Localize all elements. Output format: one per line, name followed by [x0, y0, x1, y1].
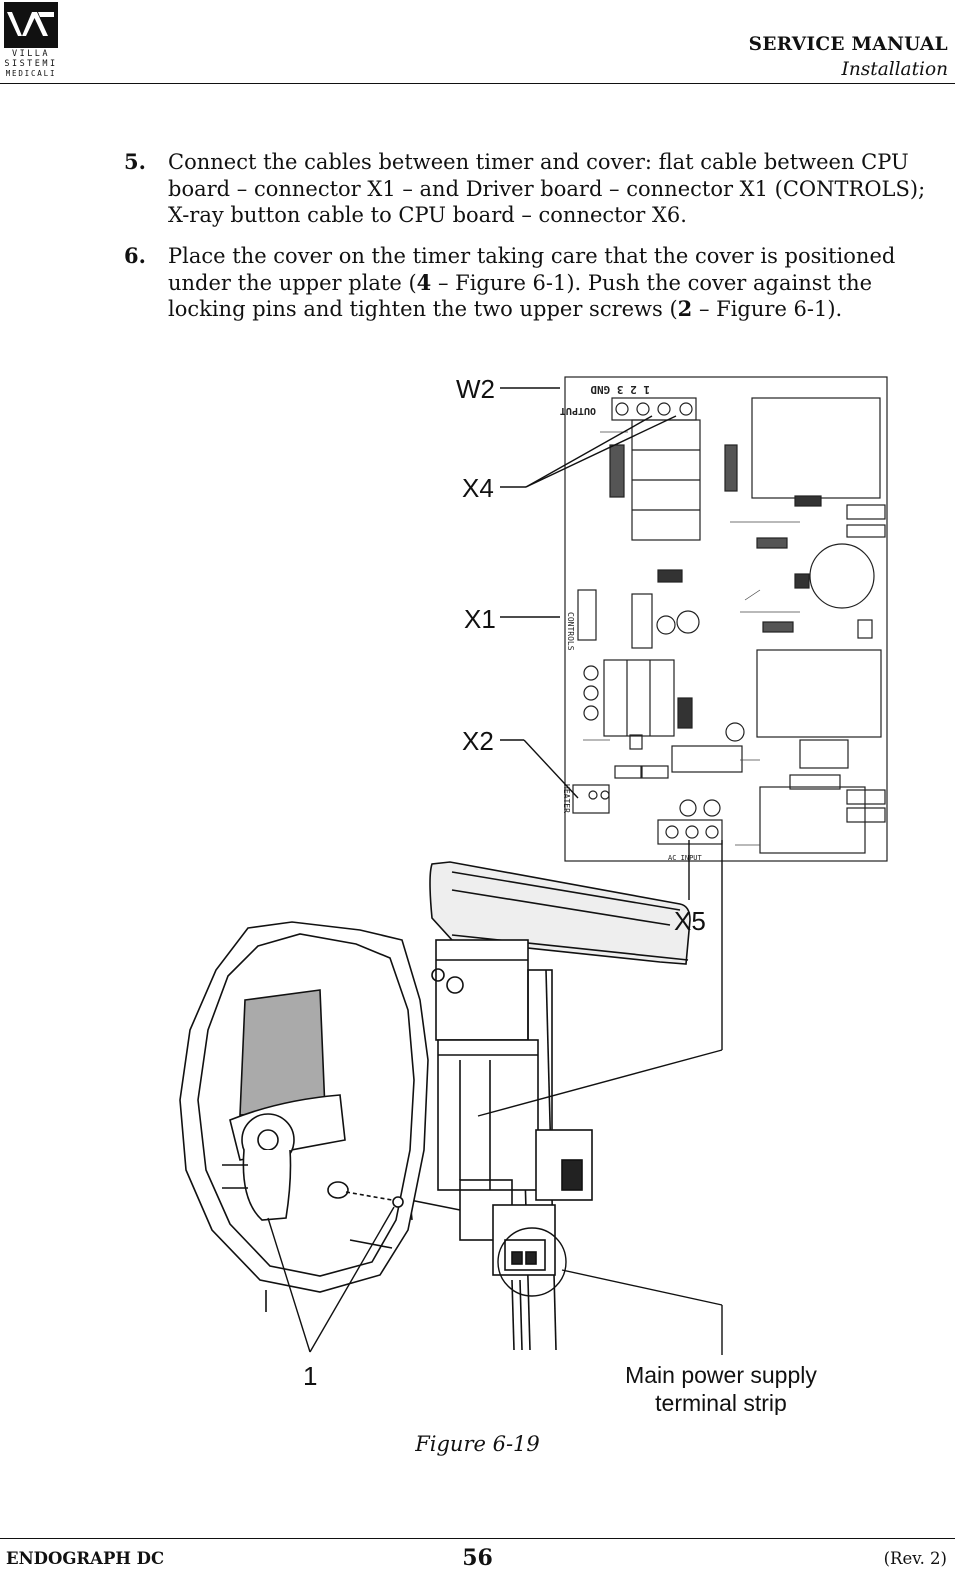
installation-drawing: 1 2 3 GND OUTPUT CONTROLS HEATER AC INPU… [179, 374, 888, 1416]
callout-x5: X5 [674, 906, 706, 936]
timer-cover [179, 921, 429, 1312]
step-text-part: – Figure 6-1). Push the cover against th… [168, 270, 873, 322]
figure-6-19: 1 2 3 GND OUTPUT CONTROLS HEATER AC INPU… [0, 355, 955, 1416]
logo-line-sistemi: SISTEMI [4, 59, 58, 69]
callout-x2: X2 [462, 726, 494, 756]
step-text-part: Place the cover on the timer taking care… [168, 244, 896, 295]
pcb-board [564, 376, 888, 862]
company-logo: VILLA SISTEMI MEDICALI [4, 2, 58, 80]
figure-caption: Figure 6-19 [415, 1432, 540, 1456]
step-5: 5. Connect the cables between timer and … [124, 149, 944, 229]
logo-va-icon [4, 2, 58, 48]
callout-x1: X1 [464, 604, 496, 634]
callout-main-power-line1: Main power supply [625, 1362, 817, 1388]
footer-revision: (Rev. 2) [883, 1549, 947, 1568]
board-heater-label: HEATER [562, 784, 571, 813]
step-number: 5. [124, 149, 146, 174]
board-ac-input-label: AC INPUT [668, 854, 703, 862]
board-controls-label: CONTROLS [566, 612, 575, 651]
callout-leaders [267, 387, 723, 1355]
header-title: SERVICE MANUAL [748, 34, 948, 55]
footer-rule [0, 1538, 955, 1539]
board-silkscreen: 1 2 3 GND OUTPUT CONTROLS HEATER AC INPU… [560, 383, 703, 862]
arm-assembly [409, 861, 691, 1351]
step-text-part: – Figure 6-1). [692, 297, 843, 321]
header-subtitle: Installation [841, 59, 948, 80]
callout-x4: X4 [462, 473, 494, 503]
step-text: Place the cover on the timer taking care… [168, 243, 944, 323]
header-rule [0, 83, 955, 84]
board-pins-label: 1 2 3 GND [590, 383, 650, 396]
step-number: 6. [124, 243, 146, 268]
logo-line-villa: VILLA [11, 49, 51, 59]
step-text: Connect the cables between timer and cov… [168, 150, 926, 227]
callout-screws-1: 1 [303, 1361, 317, 1391]
page-number: 56 [462, 1545, 493, 1571]
step-ref-bold: 4 [416, 269, 432, 295]
step-6: 6. Place the cover on the timer taking c… [124, 243, 944, 323]
step-ref-bold: 2 [677, 296, 693, 321]
logo-line-medicali: MEDICALI [5, 69, 57, 78]
callout-w2: W2 [456, 374, 495, 404]
board-output-label: OUTPUT [560, 405, 596, 416]
callout-main-power-line2: terminal strip [655, 1390, 787, 1415]
footer-product: ENDOGRAPH DC [6, 1549, 165, 1568]
logo-mark [4, 2, 58, 48]
